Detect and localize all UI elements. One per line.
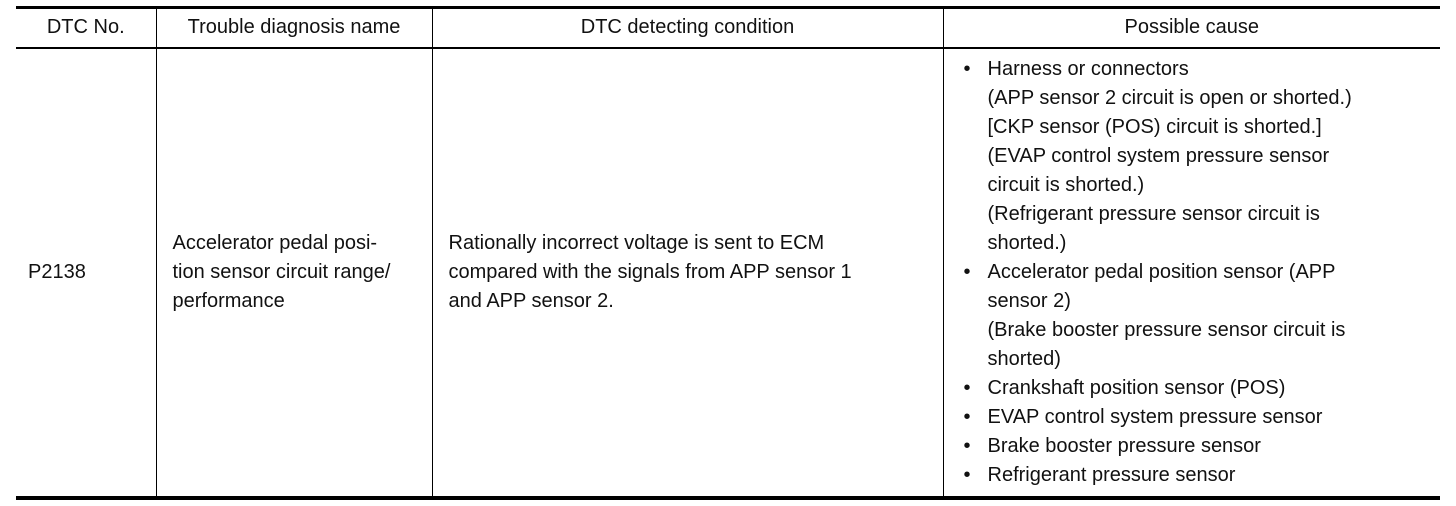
trouble-name-line: Accelerator pedal posi-: [172, 231, 378, 254]
cell-condition: Rationally incorrect voltage is sent to …: [431, 47, 943, 498]
cause-text: Brake booster pressure sensor: [987, 434, 1261, 457]
table-body: P2138 Accelerator pedal posi- tion senso…: [16, 47, 1440, 498]
cause-detail: (EVAP control system pressure sensor: [987, 144, 1330, 167]
trouble-name-line: performance: [172, 289, 285, 312]
header-possible-cause: Possible cause: [942, 7, 1440, 48]
cause-text: Harness or connectors: [987, 57, 1189, 80]
cause-list: Harness or connectors (APP sensor 2 circ…: [960, 49, 1431, 496]
list-item: Refrigerant pressure sensor: [960, 461, 1431, 490]
cause-detail: (Refrigerant pressure sensor circuit is: [987, 202, 1320, 225]
table-row: P2138 Accelerator pedal posi- tion senso…: [16, 47, 1440, 498]
list-item: Brake booster pressure sensor: [960, 432, 1431, 461]
list-item: Harness or connectors (APP sensor 2 circ…: [960, 55, 1431, 258]
header-dtc-no: DTC No.: [46, 16, 125, 39]
header-row: DTC No. Trouble diagnosis name DTC detec…: [16, 7, 1440, 48]
header-trouble-name: Trouble diagnosis name: [155, 7, 432, 48]
cause-text: Refrigerant pressure sensor: [987, 463, 1236, 486]
header-condition: DTC detecting condition: [431, 7, 943, 48]
dtc-table: DTC No. Trouble diagnosis name DTC detec…: [16, 6, 1440, 500]
cell-possible-cause: Harness or connectors (APP sensor 2 circ…: [942, 47, 1440, 498]
cause-detail: circuit is shorted.): [987, 173, 1145, 196]
cause-text: Accelerator pedal position sensor (APP: [987, 260, 1336, 283]
trouble-name-line: tion sensor circuit range/: [172, 260, 391, 283]
cause-detail: (Brake booster pressure sensor circuit i…: [987, 318, 1346, 341]
cell-trouble-name: Accelerator pedal posi- tion sensor circ…: [155, 47, 432, 498]
list-item: EVAP control system pressure sensor: [960, 403, 1431, 432]
condition-line: Rationally incorrect voltage is sent to …: [448, 231, 825, 254]
cell-dtc-no: P2138: [28, 260, 86, 283]
cause-detail: shorted): [987, 347, 1061, 370]
cause-text: EVAP control system pressure sensor: [987, 405, 1323, 428]
table-header: DTC No. Trouble diagnosis name DTC detec…: [16, 7, 1440, 48]
condition-line: compared with the signals from APP senso…: [448, 260, 852, 283]
cause-detail: sensor 2): [987, 289, 1071, 312]
cause-detail: shorted.): [987, 231, 1067, 254]
list-item: Crankshaft position sensor (POS): [960, 374, 1431, 403]
cause-detail: [CKP sensor (POS) circuit is shorted.]: [987, 115, 1322, 138]
list-item: Accelerator pedal position sensor (APP s…: [960, 258, 1431, 374]
cause-detail: (APP sensor 2 circuit is open or shorted…: [987, 86, 1352, 109]
cause-text: Crankshaft position sensor (POS): [987, 376, 1286, 399]
condition-line: and APP sensor 2.: [448, 289, 614, 312]
